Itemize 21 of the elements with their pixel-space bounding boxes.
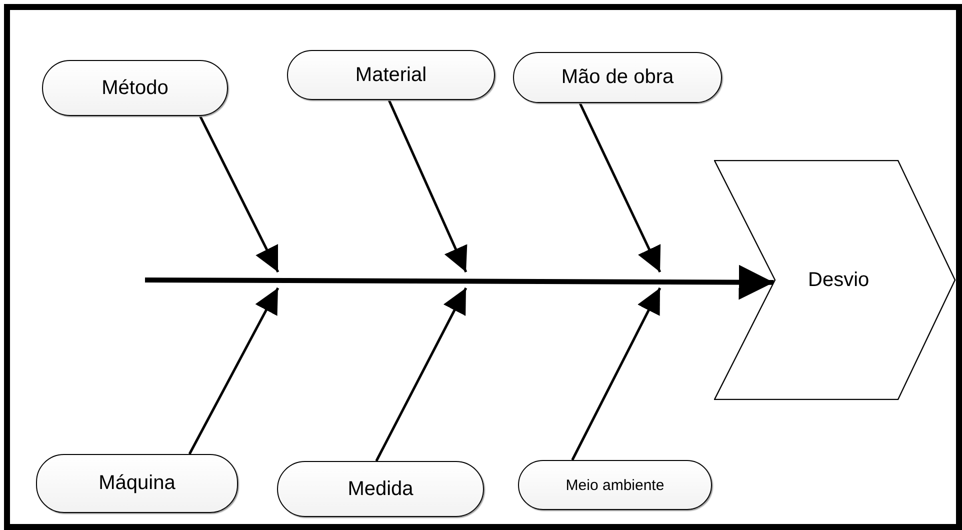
cause-label: Medida [348, 478, 414, 500]
cause-label: Mão de obra [561, 66, 674, 89]
effect-label: Desvio [808, 268, 870, 292]
cause-label: Material [355, 64, 427, 86]
cause-box [42, 60, 228, 116]
cause-arrow [578, 102, 662, 273]
cause-arrow [571, 287, 662, 461]
cause-box [36, 454, 238, 513]
cause-arrow [388, 99, 468, 273]
cause-box [287, 50, 495, 100]
spine-arrow [145, 264, 774, 300]
cause-arrow [375, 287, 468, 462]
cause-box [518, 460, 712, 510]
cause-arrow [188, 287, 280, 455]
cause-label: Meio ambiente [566, 476, 664, 494]
cause-arrow [198, 115, 280, 273]
cause-label: Método [102, 76, 168, 100]
cause-label: Máquina [98, 472, 176, 495]
cause-box [513, 52, 722, 103]
cause-box [277, 461, 484, 517]
effect-chevron [714, 160, 956, 400]
